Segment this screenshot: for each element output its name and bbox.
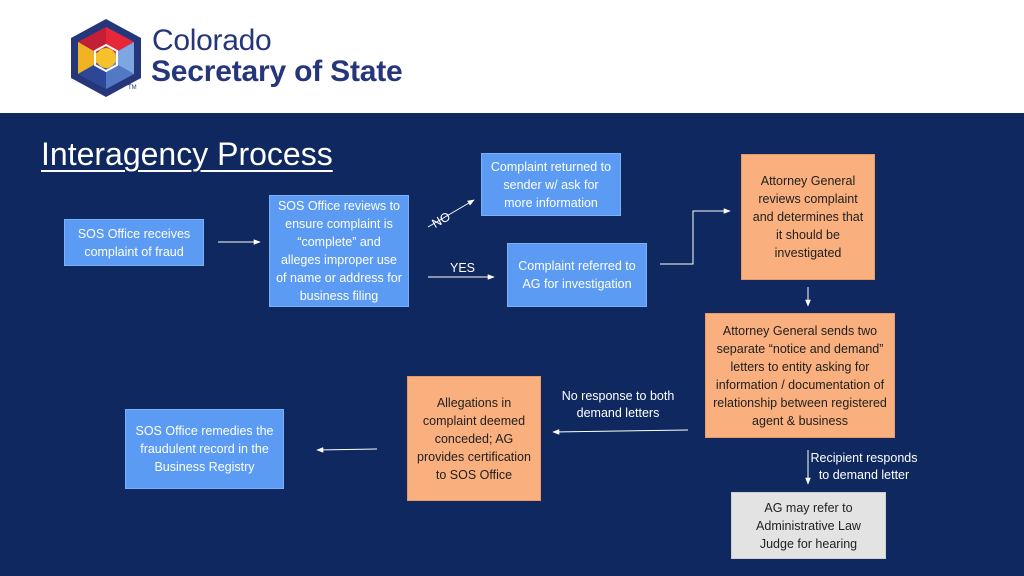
step-sos-reviews-box: SOS Office reviews to ensure complaint i… — [269, 195, 409, 307]
label-no-response: No response to both demand letters — [561, 389, 675, 420]
slide-title: Interagency Process — [41, 136, 333, 172]
brand-name-line1: Colorado — [152, 24, 272, 57]
step-ag-reviews-box: Attorney General reviews complaint and d… — [741, 154, 875, 280]
label-recipient-responds: Recipient responds to demand letter — [810, 451, 918, 482]
step-sos-remedies-box: SOS Office remedies the fraudulent recor… — [125, 409, 284, 489]
step-complaint-returned-box: Complaint returned to sender w/ ask for … — [481, 153, 621, 216]
arrow-sends-to-allegations — [552, 429, 689, 435]
step-allegations-conceded-box: Allegations in complaint deemed conceded… — [407, 376, 541, 501]
label-yes: YES — [450, 261, 476, 275]
brand-name-line2: Secretary of State — [151, 55, 403, 88]
step-ag-sends-letters-box: Attorney General sends two separate “not… — [705, 313, 895, 438]
step-referred-to-ag-box: Complaint referred to AG for investigati… — [507, 243, 647, 307]
trademark-mark: TM — [128, 85, 137, 91]
arrow-allegations-to-remedies — [316, 447, 378, 453]
colorado-flag-logo-icon — [71, 19, 141, 97]
arrow-no-to-returned — [427, 199, 475, 228]
arrow-referred-to-ag — [660, 208, 731, 265]
step-alj-referral-box: AG may refer to Administrative Law Judge… — [731, 492, 886, 559]
step-sos-receives-box: SOS Office receives complaint of fraud — [64, 219, 204, 266]
header-bar: TM Colorado Secretary of State — [0, 0, 1024, 113]
